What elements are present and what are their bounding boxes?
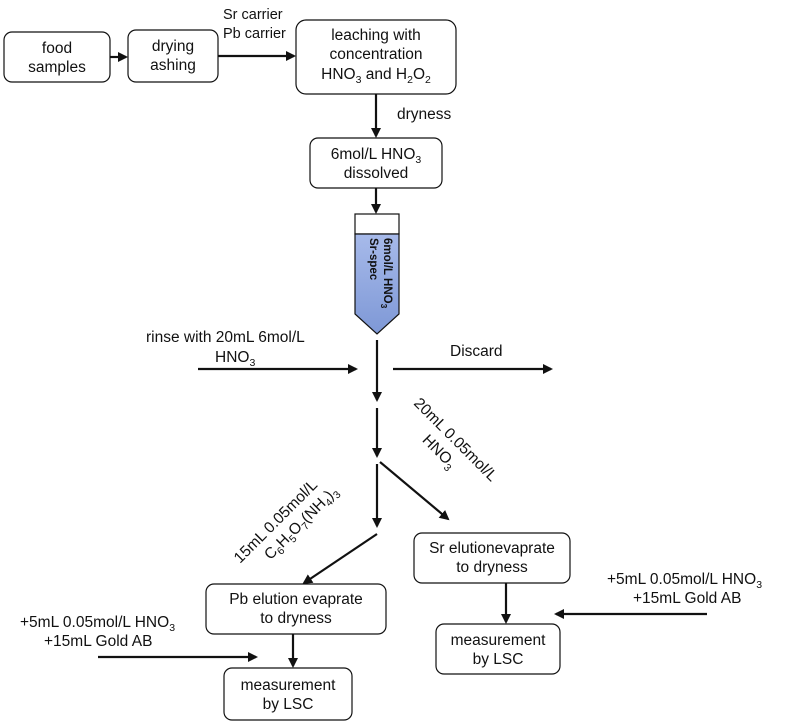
- leaching-line2: concentration: [329, 46, 422, 63]
- label-reagent-left-line2: +15mL Gold AB: [44, 633, 152, 650]
- label-rinse-line1: rinse with 20mL 6mol/L: [146, 329, 305, 346]
- label-rinse-line2: HNO3: [215, 349, 255, 369]
- arrow-to-pb-elution: [302, 533, 378, 585]
- box-leaching: leaching with concentration HNO3 and H2O…: [295, 19, 457, 95]
- sr-elution-line1: Sr elutionevaprate: [429, 540, 555, 557]
- column-label-line1: 6mol/L HNO3: [379, 238, 393, 309]
- sr-spec-column: 6mol/L HNO3 Sr-spec: [354, 213, 400, 335]
- box-food-samples: food samples: [3, 31, 111, 83]
- pb-eluent-line2: C6H5O7(NH4)3: [261, 483, 343, 565]
- measure-right-line2: by LSC: [473, 651, 524, 668]
- box-measurement-right: measurement by LSC: [435, 623, 561, 675]
- food-samples-line2: samples: [28, 59, 86, 76]
- dissolved-line1: 6mol/L HNO3: [331, 146, 422, 166]
- pb-elution-line2: to dryness: [260, 610, 332, 627]
- label-sr-eluent: 20mL 0.05mol/L HNO3: [410, 395, 500, 485]
- label-reagent-right-line1: +5mL 0.05mol/L HNO3: [607, 571, 762, 591]
- label-reagent-right-line2: +15mL Gold AB: [633, 590, 741, 607]
- leaching-line1: leaching with: [331, 27, 421, 44]
- measure-left-line1: measurement: [241, 677, 336, 694]
- label-dryness: dryness: [397, 106, 452, 123]
- measure-left-line2: by LSC: [263, 696, 314, 713]
- label-sr-carrier: Sr carrier: [223, 7, 283, 23]
- column-label-line2: Sr-spec: [367, 238, 379, 281]
- box-dissolved: 6mol/L HNO3 dissolved: [309, 137, 443, 189]
- drying-line: drying: [152, 38, 194, 55]
- leaching-line3: HNO3 and H2O2: [321, 66, 431, 86]
- pb-elution-line1: Pb elution evaprate: [229, 591, 363, 608]
- measure-right-line1: measurement: [451, 632, 546, 649]
- ashing-line: ashing: [150, 57, 196, 74]
- food-samples-line1: food: [42, 40, 72, 57]
- label-reagent-left-line1: +5mL 0.05mol/L HNO3: [20, 614, 175, 634]
- box-pb-elution: Pb elution evaprate to dryness: [205, 583, 387, 635]
- box-drying-ashing: drying ashing: [127, 29, 219, 83]
- arrow-to-sr-elution: [379, 461, 450, 521]
- dissolved-line2: dissolved: [344, 165, 409, 182]
- sr-elution-line2: to dryness: [456, 559, 528, 576]
- label-pb-carrier: Pb carrier: [223, 26, 286, 42]
- label-pb-eluent: 15mL 0.05mol/L C6H5O7(NH4)3: [231, 476, 344, 566]
- box-sr-elution: Sr elutionevaprate to dryness: [413, 532, 571, 584]
- label-discard: Discard: [450, 343, 503, 360]
- box-measurement-left: measurement by LSC: [223, 667, 353, 721]
